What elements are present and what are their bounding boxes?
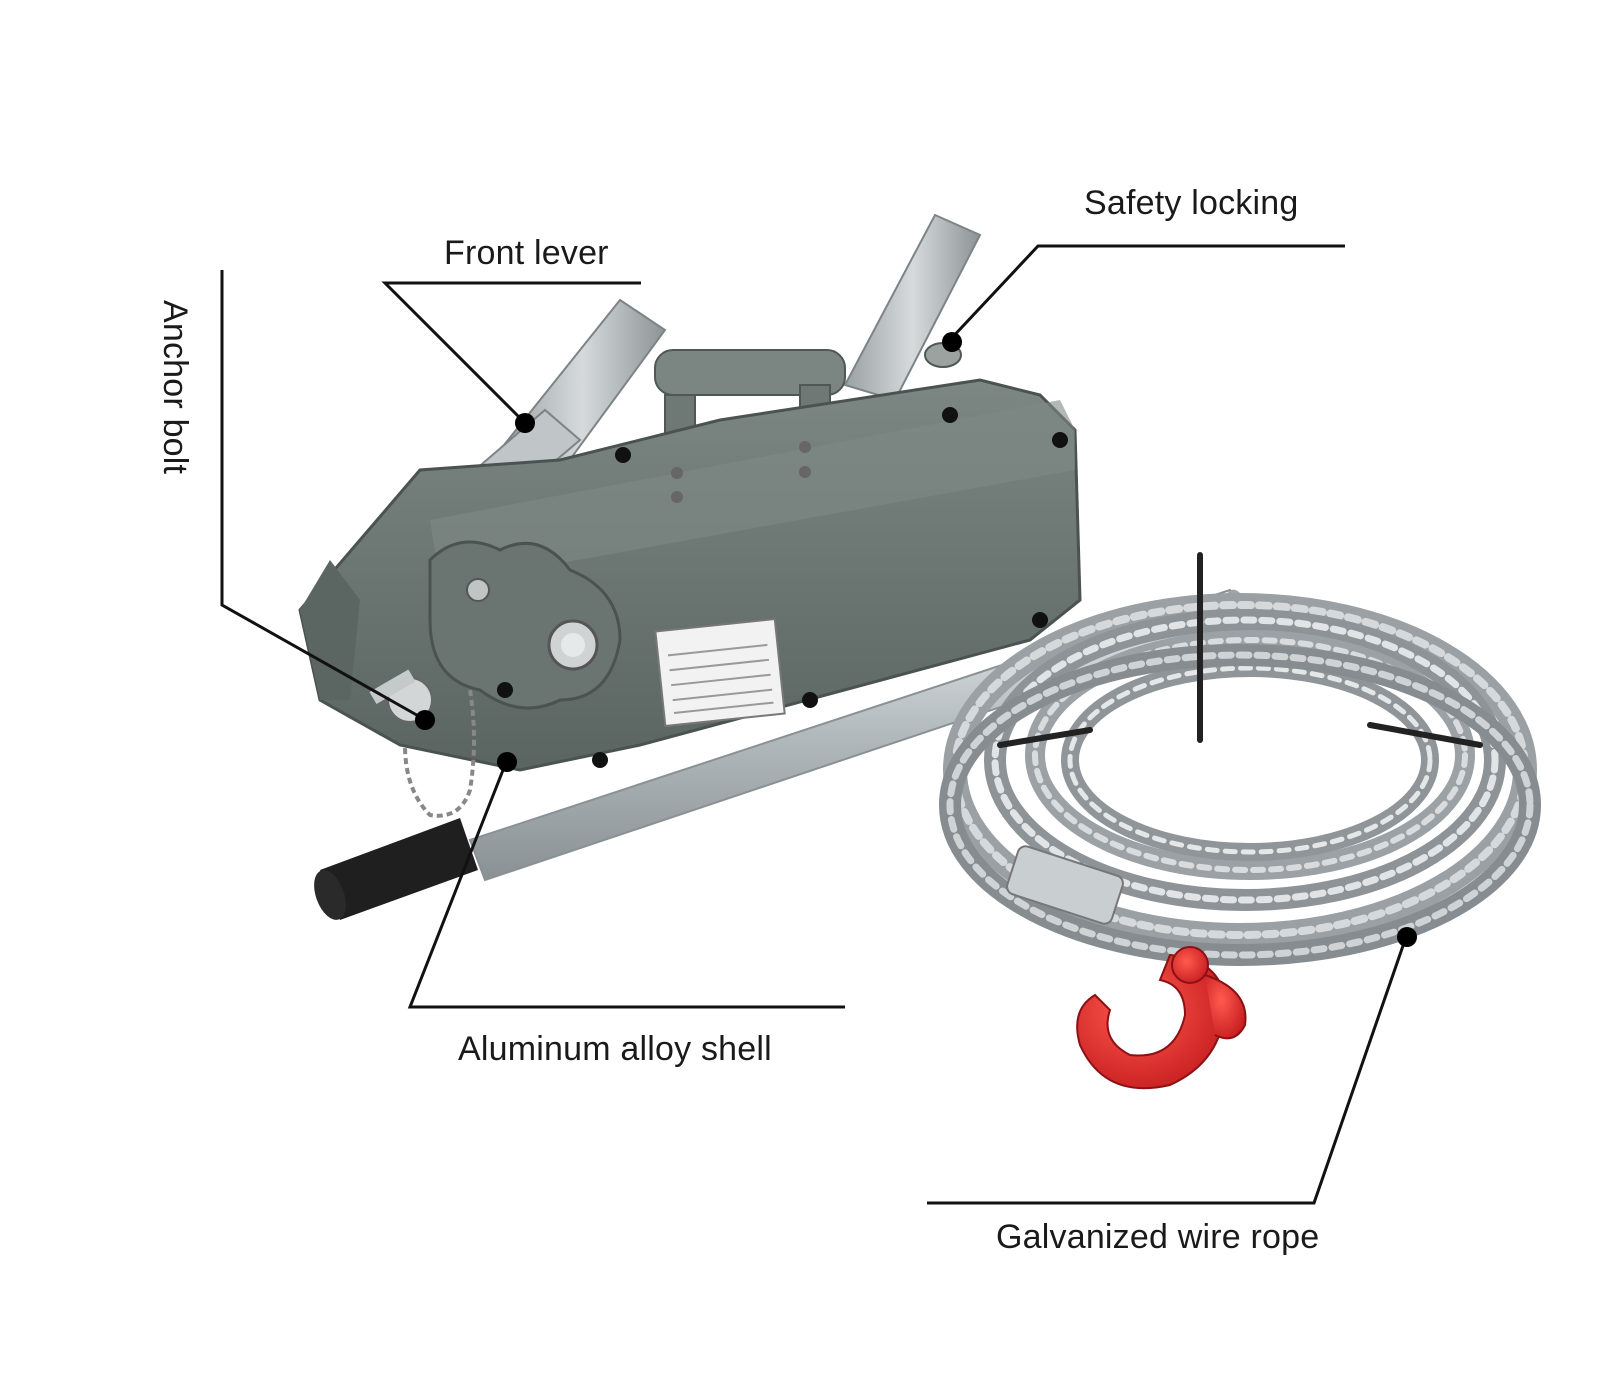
callout-dots <box>415 332 1417 947</box>
callout-front-lever <box>381 281 641 422</box>
dot-aluminum-shell <box>497 752 517 772</box>
dot-safety-locking <box>942 332 962 352</box>
label-galvanized-wire-rope: Galvanized wire rope <box>996 1218 1320 1256</box>
dot-wire-rope <box>1397 927 1417 947</box>
wire-rope-coil <box>939 552 1541 966</box>
dot-front-lever <box>515 413 535 433</box>
callout-aluminum-shell <box>407 764 845 1009</box>
callout-safety-locking <box>946 244 1345 344</box>
red-hook <box>1006 845 1247 1090</box>
label-aluminum-alloy-shell: Aluminum alloy shell <box>458 1030 772 1068</box>
label-front-lever: Front lever <box>444 234 609 272</box>
body-screws <box>497 407 1068 768</box>
callout-wire-rope <box>927 939 1407 1205</box>
callout-lines <box>220 244 1407 1205</box>
handle-grip <box>314 818 478 920</box>
label-anchor-bolt: Anchor bolt <box>156 300 194 475</box>
callout-anchor-bolt <box>220 270 423 720</box>
rear-lever <box>843 213 982 402</box>
winch-body <box>298 342 1082 818</box>
label-safety-locking: Safety locking <box>1084 184 1299 222</box>
dot-anchor-bolt <box>415 710 435 730</box>
